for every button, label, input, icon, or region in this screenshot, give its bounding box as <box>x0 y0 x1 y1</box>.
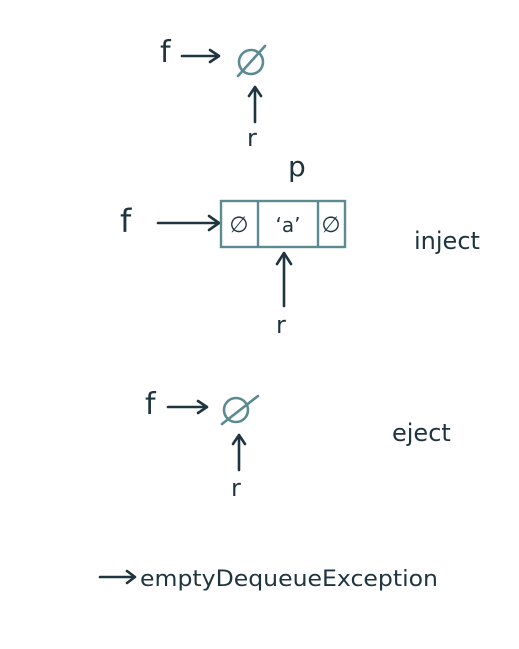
rear-label: r <box>276 311 286 339</box>
front-label: f <box>160 35 172 70</box>
state-1-empty: f r <box>160 35 267 152</box>
result: emptyDequeueException <box>98 567 438 592</box>
rear-label: r <box>247 124 257 152</box>
state-3-empty: f r eject <box>145 387 451 502</box>
operation-label: eject <box>392 419 451 447</box>
null-icon <box>236 44 267 78</box>
null-icon <box>220 394 260 426</box>
exception-text: emptyDequeueException <box>140 567 438 592</box>
rear-arrow <box>231 433 247 472</box>
node-box <box>219 199 347 249</box>
rear-label: r <box>231 474 241 502</box>
next-pointer-cell: ∅ <box>321 213 340 238</box>
data-cell: ‘a’ <box>276 213 301 237</box>
front-arrow <box>156 214 221 232</box>
prev-pointer-cell: ∅ <box>229 213 248 238</box>
operation-label: inject <box>414 227 480 255</box>
front-label: f <box>120 202 132 240</box>
front-arrow <box>180 48 221 64</box>
front-label: f <box>145 387 157 422</box>
result-arrow <box>98 569 137 585</box>
state-2-one-node: p f ∅ ‘a’ ∅ r inject <box>120 150 480 339</box>
node-label: p <box>288 150 306 183</box>
rear-arrow <box>275 251 293 308</box>
rear-arrow <box>247 85 263 124</box>
front-arrow <box>166 399 209 415</box>
